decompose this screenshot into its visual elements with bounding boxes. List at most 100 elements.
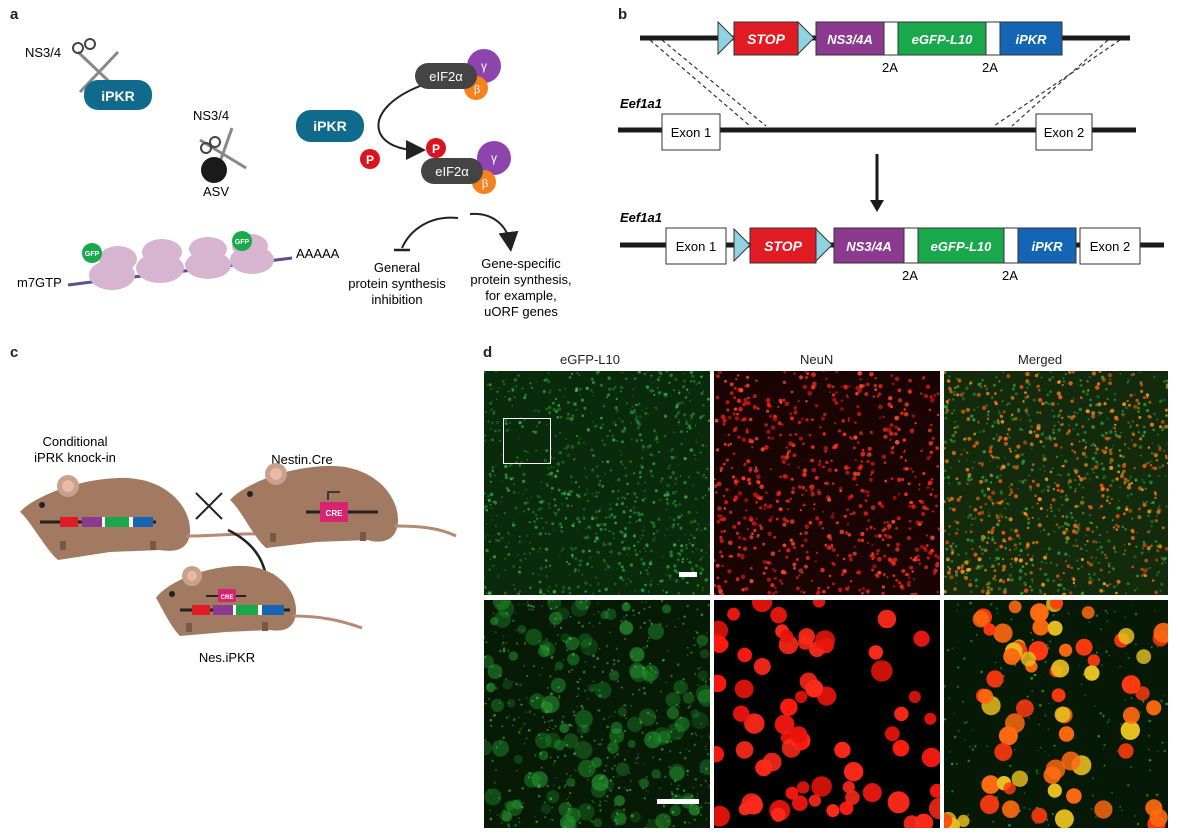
general-inhibition-line-1: General bbox=[374, 260, 420, 275]
beta-label-top: β bbox=[474, 84, 480, 96]
cre-label-2: CRE bbox=[221, 595, 234, 601]
image-egfp-low bbox=[484, 371, 710, 595]
eif2a-top bbox=[415, 63, 477, 89]
activation-arrow bbox=[469, 212, 519, 252]
2a-block-2 bbox=[985, 21, 1001, 56]
general-inhibition-line-3: inhibition bbox=[371, 292, 422, 307]
panel-a-diagram: NS3/4 iPKR NS3/4 ASV iPKR P eIF2α γ β P … bbox=[17, 38, 572, 319]
ns34a-label-1: NS3/4A bbox=[827, 32, 873, 47]
eif2a-bottom bbox=[421, 158, 483, 184]
exon1-label-2: Exon 1 bbox=[676, 239, 716, 254]
exon2-label-1: Exon 2 bbox=[1044, 125, 1084, 140]
scale-bar-low bbox=[679, 572, 697, 577]
2a-label-3: 2A bbox=[902, 268, 918, 283]
stop-cassette-2 bbox=[749, 227, 817, 264]
panel-letter-d: d bbox=[483, 344, 493, 361]
panel-c-diagram: Conditional iPRK knock-in Nestin.Cre CRE bbox=[20, 434, 457, 665]
2a-block-3 bbox=[903, 227, 919, 264]
ns34a-block-2 bbox=[833, 227, 905, 264]
offspring-label: Nes.iPKR bbox=[199, 650, 255, 665]
zoom-inset-box bbox=[503, 418, 551, 464]
panel-letter-b: b bbox=[618, 6, 628, 23]
gene-specific-line-3: for example, bbox=[485, 288, 557, 303]
ipkr-label-2: iPKR bbox=[1031, 239, 1063, 254]
loxp-icon-2 bbox=[797, 20, 815, 56]
loxp-icon-1 bbox=[717, 20, 735, 56]
eif2a-label-top: eIF2α bbox=[429, 69, 463, 84]
image-merged-high bbox=[944, 600, 1168, 828]
ns34a-block bbox=[815, 21, 885, 56]
mouse-knockin-icon bbox=[20, 475, 283, 560]
exon2-block-2 bbox=[1079, 227, 1141, 265]
exon1-label-1: Exon 1 bbox=[671, 125, 711, 140]
phosphate-label-2: P bbox=[432, 142, 440, 156]
mouse-cre-icon bbox=[230, 463, 457, 548]
cross-icon bbox=[195, 492, 223, 520]
scale-bar-high bbox=[657, 799, 699, 804]
inhibition-arrow bbox=[401, 216, 459, 249]
2a-label-1: 2A bbox=[882, 60, 898, 75]
cre-mouse-label: Nestin.Cre bbox=[271, 452, 332, 467]
ipkr-block bbox=[999, 21, 1063, 56]
panel-letter-a: a bbox=[10, 6, 19, 23]
col-header-merged: Merged bbox=[1018, 352, 1063, 367]
exon1-block-1 bbox=[661, 113, 721, 151]
gene-specific-line-4: uORF genes bbox=[484, 304, 558, 319]
phosphate-icon bbox=[360, 149, 380, 169]
col-header-egfp: eGFP-L10 bbox=[560, 352, 620, 367]
loxp-icon-3 bbox=[733, 227, 751, 263]
ns34a-label-2: NS3/4A bbox=[846, 239, 892, 254]
stop-cassette bbox=[733, 21, 799, 56]
ipkr-protein-center bbox=[296, 110, 364, 142]
asv-label: ASV bbox=[203, 184, 229, 199]
2a-label-2: 2A bbox=[982, 60, 998, 75]
m7gtp-label: m7GTP bbox=[17, 275, 62, 290]
cre-label-1: CRE bbox=[326, 509, 344, 518]
exon2-label-2: Exon 2 bbox=[1090, 239, 1130, 254]
gene-label-1: Eef1a1 bbox=[620, 96, 662, 111]
phosphate-icon-bound bbox=[426, 138, 446, 158]
2a-label-4: 2A bbox=[1002, 268, 1018, 283]
gene-specific-line-2: protein synthesis, bbox=[470, 272, 571, 287]
stop-label-1: STOP bbox=[747, 31, 786, 47]
gamma-label-bottom: γ bbox=[491, 151, 497, 165]
phosphate-label-1: P bbox=[366, 153, 374, 167]
gfp-tag-icon-2 bbox=[232, 231, 252, 251]
beta-label-bottom: β bbox=[482, 178, 488, 190]
ipkr-label-1: iPKR bbox=[1015, 32, 1047, 47]
gfp-label-1: GFP bbox=[85, 251, 100, 258]
exon2-block-1 bbox=[1035, 113, 1093, 151]
gene-label-2: Eef1a1 bbox=[620, 210, 662, 225]
ko-label-line-1: Conditional bbox=[42, 434, 107, 449]
2a-block-4 bbox=[1003, 227, 1019, 264]
image-egfp-high bbox=[484, 600, 710, 828]
stop-label-2: STOP bbox=[764, 238, 803, 254]
phosphorylation-arrow bbox=[377, 85, 426, 160]
ipkr-block-2 bbox=[1017, 227, 1077, 264]
panel-b-diagram: STOP NS3/4A eGFP-L10 iPKR 2A 2A Eef1a1 E… bbox=[618, 20, 1164, 283]
general-inhibition-line-2: protein synthesis bbox=[348, 276, 446, 291]
ipkr-label-left: iPKR bbox=[101, 88, 134, 104]
gfp-tag-icon bbox=[82, 243, 102, 263]
eif2a-label-bottom: eIF2α bbox=[435, 164, 469, 179]
image-neun-low bbox=[714, 371, 940, 595]
ns34-label-top: NS3/4 bbox=[25, 45, 61, 60]
col-header-neun: NeuN bbox=[800, 352, 834, 367]
image-neun-high bbox=[714, 600, 940, 828]
mouse-offspring-icon bbox=[156, 565, 363, 636]
egfp-label-1: eGFP-L10 bbox=[912, 32, 973, 47]
panel-letter-c: c bbox=[10, 344, 19, 361]
loxp-icon-4 bbox=[815, 227, 833, 263]
ipkr-label-center: iPKR bbox=[313, 118, 346, 134]
image-merged-low bbox=[944, 371, 1168, 595]
polya-label: AAAAA bbox=[296, 246, 340, 261]
homology-arms bbox=[649, 39, 1121, 127]
2a-block-1 bbox=[883, 21, 899, 56]
gamma-subunit-bottom bbox=[477, 141, 511, 175]
gene-specific-line-1: Gene-specific bbox=[481, 256, 561, 271]
ipkr-protein-left bbox=[84, 80, 152, 110]
asv-molecule bbox=[201, 157, 227, 183]
gfp-label-2: GFP bbox=[235, 239, 250, 246]
egfp-block bbox=[897, 21, 987, 56]
egfp-label-2: eGFP-L10 bbox=[931, 239, 992, 254]
